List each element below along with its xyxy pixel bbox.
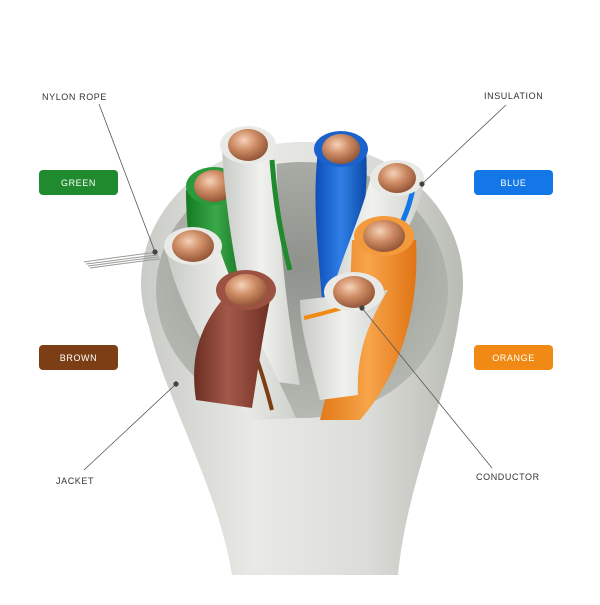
color-tag-brown-label: BROWN [60, 353, 98, 363]
leader-nylon-rope [98, 103, 156, 253]
conductor-orange [363, 220, 405, 252]
conductor-orange-white [333, 276, 375, 308]
color-tag-green-pill [39, 170, 118, 195]
color-tag-blue-label: BLUE [501, 178, 527, 188]
color-tag-brown-pill [39, 345, 118, 370]
leader-jacket [83, 383, 177, 471]
conductor-green [194, 170, 234, 202]
label-insulation: INSULATION [484, 91, 543, 101]
color-tag-orange-pill [474, 345, 553, 370]
color-tag-blue-pill [474, 170, 553, 195]
color-tag-blue: BLUE [474, 170, 553, 195]
dot-conductor [359, 305, 365, 311]
conductor-blue [322, 134, 360, 164]
dot-jacket [173, 381, 179, 387]
label-jacket: JACKET [56, 476, 94, 486]
color-tag-brown: BROWN [39, 345, 118, 370]
color-tag-green: GREEN [39, 170, 118, 195]
label-nylon-rope: NYLON ROPE [42, 92, 107, 102]
conductor-blue-white [378, 163, 416, 193]
orange-white-wire [300, 272, 388, 400]
dot-nylon-rope [152, 249, 158, 255]
brown-wire [194, 270, 276, 408]
nylon-rope [83, 251, 161, 269]
conductor-brown [225, 274, 267, 306]
conductor-brown-white [172, 230, 214, 262]
green-white-wire [220, 126, 300, 385]
leader-insulation [421, 104, 507, 185]
label-conductor: CONDUCTOR [476, 472, 540, 482]
color-tag-orange: ORANGE [474, 345, 553, 370]
conductor-green-white [228, 129, 268, 161]
color-tag-green-label: GREEN [61, 178, 96, 188]
dot-insulation [419, 181, 425, 187]
leader-conductor [361, 307, 493, 469]
color-tag-orange-label: ORANGE [492, 353, 535, 363]
